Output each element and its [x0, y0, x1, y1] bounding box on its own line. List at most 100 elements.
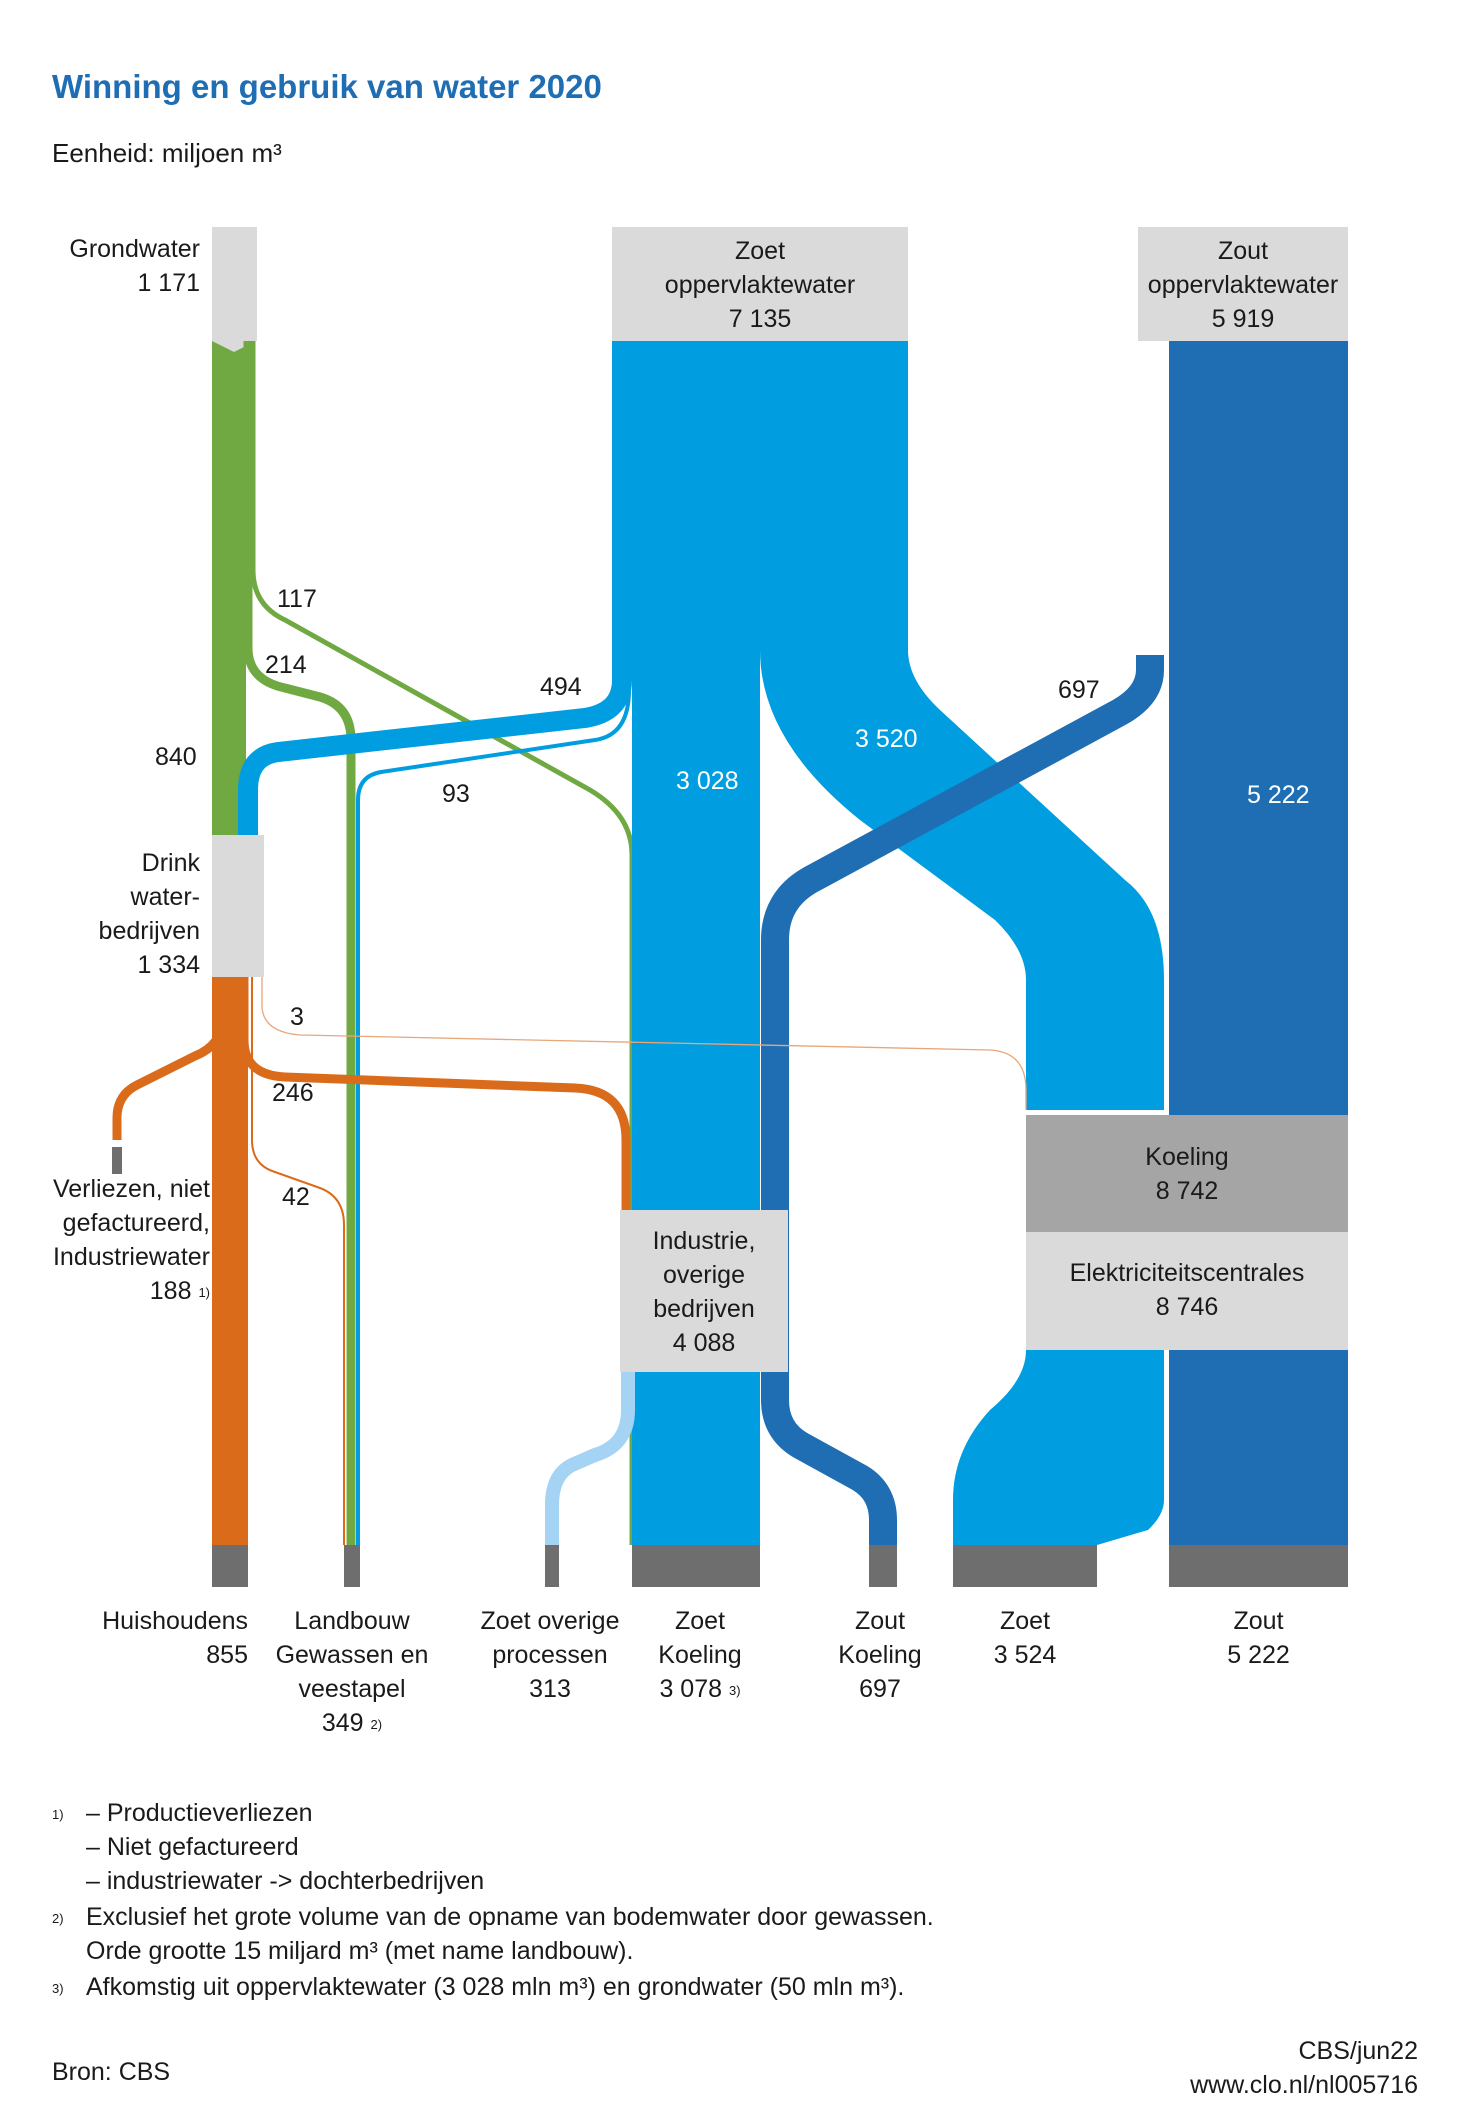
industry-l1: Industrie, [652, 1227, 756, 1255]
flow-fresh-agriculture [356, 689, 631, 1545]
sink-households [212, 1545, 248, 1587]
sink-agriculture [344, 1545, 360, 1587]
flow-salt-power [1169, 341, 1348, 1545]
dest-agriculture-l1: Landbouw [294, 1607, 410, 1635]
flow-groundwater-drinkwater [212, 341, 246, 835]
flow-label-drink-power: 3 [290, 1003, 304, 1031]
fresh-source-name2: oppervlaktewater [664, 271, 856, 299]
dest-fresh-cooling-note: 3) [728, 1683, 741, 1698]
losses-l3: Industriewater [52, 1243, 210, 1271]
flow-drinkwater-agriculture [251, 977, 345, 1545]
groundwater-label: Grondwater 1 171 [20, 232, 200, 300]
industry-l3: bedrijven [653, 1295, 755, 1323]
dest-salt-power-value: 5 222 [1227, 1641, 1290, 1669]
credit-link: www.clo.nl/nl005716 [1190, 2071, 1418, 2099]
losses-note: 1) [198, 1285, 210, 1300]
industry-value: 4 088 [672, 1329, 736, 1357]
power-label: Elektriciteitscentrales 8 746 [1026, 1256, 1348, 1324]
losses-l2: gefactureerd, [62, 1209, 210, 1237]
footnote-1-c: – industriewater -> dochterbedrijven [86, 1867, 485, 1895]
dest-households-label: Huishoudens 855 [60, 1604, 248, 1672]
flow-fresh-drinkwater [238, 341, 632, 835]
flow-label-drink-agri: 42 [282, 1183, 310, 1211]
cooling-node [1026, 1115, 1348, 1232]
drinkwater-l2: water- [130, 883, 200, 911]
power-node [1026, 1232, 1348, 1350]
dest-agriculture-l2: Gewassen en [275, 1641, 429, 1669]
flow-label-drink-industry: 246 [272, 1079, 314, 1107]
sink-fresh-cooling [632, 1545, 760, 1587]
flow-label-fresh-cooling: 3 028 [676, 767, 739, 795]
flow-label-fresh-power: 3 520 [855, 725, 918, 753]
losses-l1: Verliezen, niet [52, 1175, 210, 1203]
flow-industry-other [545, 1372, 635, 1545]
sink-fresh-power [953, 1545, 1097, 1587]
sink-salt-power [1169, 1545, 1348, 1587]
dest-agriculture-note: 2) [370, 1717, 383, 1732]
dest-salt-cooling-value: 697 [859, 1675, 901, 1703]
dest-salt-power-label: Zout 5 222 [1169, 1604, 1348, 1672]
footnote-2-mark: 2) [52, 1911, 64, 1926]
flow-fresh-power [760, 341, 1164, 1110]
dest-other-label: Zoet overige processen 313 [460, 1604, 640, 1706]
fresh-source-value: 7 135 [728, 305, 792, 333]
groundwater-name: Grondwater [69, 235, 200, 263]
flow-drinkwater-households [212, 977, 248, 1545]
cooling-name: Koeling [1145, 1143, 1229, 1171]
footnote-1-a: – Productieverliezen [86, 1799, 313, 1827]
salt-source-label: Zout oppervlaktewater 5 919 [1138, 234, 1348, 336]
sink-other [545, 1545, 559, 1587]
dest-salt-power-l1: Zout [1233, 1607, 1284, 1635]
dest-agriculture-label: Landbouw Gewassen en veestapel 349 2) [262, 1604, 442, 1740]
sink-salt-cooling [869, 1545, 897, 1587]
dest-fresh-power-label: Zoet 3 524 [950, 1604, 1100, 1672]
credit-block: CBS/jun22 www.clo.nl/nl005716 [1150, 2034, 1418, 2102]
salt-source-name2: oppervlaktewater [1147, 271, 1339, 299]
dest-agriculture-l3: veestapel [298, 1675, 406, 1703]
dest-fresh-power-l1: Zoet [999, 1607, 1051, 1635]
flow-label-salt-cooling: 697 [1058, 676, 1100, 704]
source-line: Bron: CBS [52, 2058, 171, 2086]
footnote-3: 3) Afkomstig uit oppervlaktewater (3 028… [52, 1970, 904, 2004]
dest-households-value: 855 [206, 1641, 248, 1669]
sink-losses [112, 1147, 122, 1174]
salt-source-name1: Zout [1217, 237, 1269, 265]
footnote-2: 2) Exclusief het grote volume van de opn… [52, 1900, 934, 1968]
flow-label-gw-industry: 117 [277, 585, 317, 613]
groundwater-source-box [212, 227, 257, 341]
cooling-label: Koeling 8 742 [1026, 1140, 1348, 1208]
dest-fresh-power-value: 3 524 [993, 1641, 1057, 1669]
dest-salt-cooling-label: Zout Koeling 697 [800, 1604, 960, 1706]
footnote-1-mark: 1) [52, 1807, 64, 1822]
footnote-3-a: Afkomstig uit oppervlaktewater (3 028 ml… [86, 1973, 905, 2001]
drinkwater-label: Drink water- bedrijven 1 334 [20, 846, 200, 982]
dest-households-l1: Huishoudens [102, 1607, 248, 1635]
dest-fresh-cooling-l2: Koeling [658, 1641, 742, 1669]
dest-other-l1: Zoet overige [480, 1607, 620, 1635]
drinkwater-l1: Drink [141, 849, 200, 877]
unit-label: Eenheid: miljoen m³ [52, 138, 282, 168]
salt-source-value: 5 919 [1211, 305, 1275, 333]
flow-groundwater-agriculture [243, 341, 356, 1545]
footnote-2-a: Exclusief het grote volume van de opname… [86, 1903, 934, 1931]
footnote-2-b: Orde grootte 15 miljard m³ (met name lan… [86, 1937, 634, 1965]
flow-label-gw-agri: 214 [265, 651, 307, 679]
dest-salt-cooling-l1: Zout [854, 1607, 906, 1635]
footnote-3-mark: 3) [52, 1981, 64, 1996]
dest-fresh-cooling-label: Zoet Koeling 3 078 3) [620, 1604, 780, 1706]
industry-node [620, 1210, 788, 1372]
dest-other-value: 313 [529, 1675, 571, 1703]
industry-l2: overige [663, 1261, 745, 1289]
drinkwater-value: 1 334 [137, 951, 200, 979]
flow-label-salt-power: 5 222 [1247, 781, 1310, 809]
credit-date: CBS/jun22 [1298, 2037, 1418, 2065]
industry-label: Industrie, overige bedrijven 4 088 [620, 1224, 788, 1360]
cooling-value: 8 742 [1155, 1177, 1219, 1205]
dest-other-l2: processen [492, 1641, 608, 1669]
power-value: 8 746 [1155, 1293, 1219, 1321]
losses-label: Verliezen, niet gefactureerd, Industriew… [10, 1172, 210, 1308]
dest-fresh-cooling-l1: Zoet [674, 1607, 726, 1635]
drinkwater-node [212, 835, 264, 977]
dest-fresh-cooling-value: 3 078 [659, 1675, 723, 1703]
